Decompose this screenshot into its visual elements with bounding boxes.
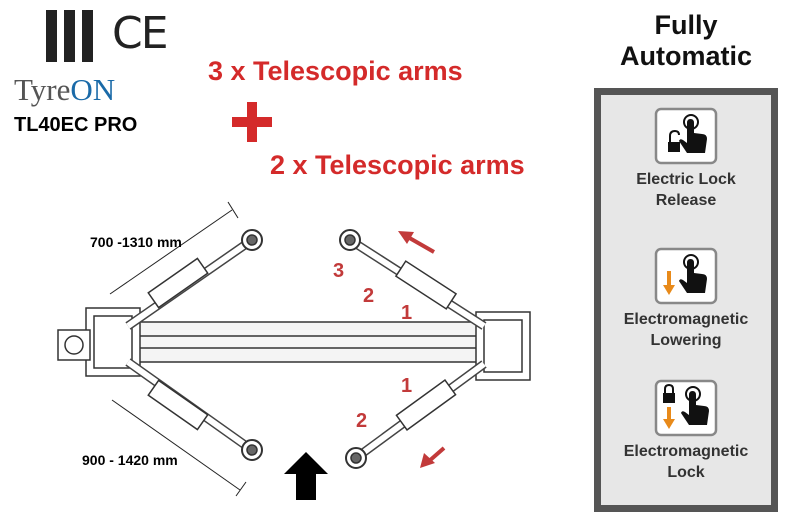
- arrow-out-top-icon: [398, 231, 435, 254]
- motor-unit: [57, 329, 91, 361]
- feature-panel: Electric Lock Release Electromagnetic Lo…: [594, 88, 778, 512]
- feature-label-line1: Electromagnetic: [623, 443, 749, 460]
- headline-two-arms: 2 x Telescopic arms: [270, 150, 525, 180]
- feature-electric-lock-release: Electric Lock Release: [601, 107, 771, 211]
- press-lock-lower-icon: [654, 379, 718, 437]
- feature-electromagnetic-lock: Electromagnetic Lock: [601, 379, 771, 483]
- feature-label: Electromagnetic Lowering: [601, 309, 771, 351]
- arm-label-bottom-1: 1: [401, 375, 413, 397]
- brand-name-accent: ON: [70, 72, 116, 107]
- arrow-out-bottom-icon: [420, 446, 446, 468]
- panel-title-line2: Automatic: [619, 41, 752, 71]
- arm-label-top-1: 1: [401, 302, 413, 324]
- feature-electromagnetic-lowering: Electromagnetic Lowering: [601, 247, 771, 351]
- right-top-arm: [339, 229, 487, 330]
- right-bottom-arm: [345, 360, 487, 469]
- arm-label-top-3: 3: [333, 260, 345, 282]
- brand-name-part: Tyre: [14, 72, 71, 107]
- arrow-up-icon: [284, 452, 328, 500]
- ce-mark: CE: [112, 8, 169, 59]
- dimension-label-bottom: 900 - 1420 mm: [82, 452, 178, 468]
- feature-label-line2: Lowering: [650, 332, 722, 349]
- arm-label-bottom-2: 2: [356, 410, 368, 432]
- lift-top-view-diagram: [57, 201, 531, 500]
- feature-label: Electromagnetic Lock: [601, 441, 771, 483]
- ukca-mark-icon: [46, 10, 93, 62]
- feature-label-line2: Lock: [667, 464, 705, 481]
- panel-title: Fully Automatic: [594, 10, 778, 72]
- feature-label-line1: Electric Lock: [636, 171, 736, 188]
- left-bottom-arm: [125, 358, 263, 461]
- headline-three-arms: 3 x Telescopic arms: [208, 56, 463, 86]
- press-unlock-icon: [654, 107, 718, 165]
- feature-label: Electric Lock Release: [601, 169, 771, 211]
- dimension-line-bottom: [111, 399, 241, 491]
- dimension-line-top: [109, 209, 233, 295]
- model-name: TL40EC PRO: [14, 114, 138, 136]
- base-beam: [119, 321, 481, 363]
- feature-label-line1: Electromagnetic: [623, 311, 749, 328]
- feature-label-line2: Release: [655, 192, 717, 209]
- panel-title-line1: Fully: [654, 10, 718, 40]
- arm-label-top-2: 2: [363, 285, 375, 307]
- press-lower-icon: [654, 247, 718, 305]
- plus-icon: [232, 102, 272, 142]
- left-top-arm: [125, 229, 263, 330]
- dimension-label-top: 700 -1310 mm: [90, 234, 182, 250]
- brand-logo: TyreON: [14, 72, 115, 108]
